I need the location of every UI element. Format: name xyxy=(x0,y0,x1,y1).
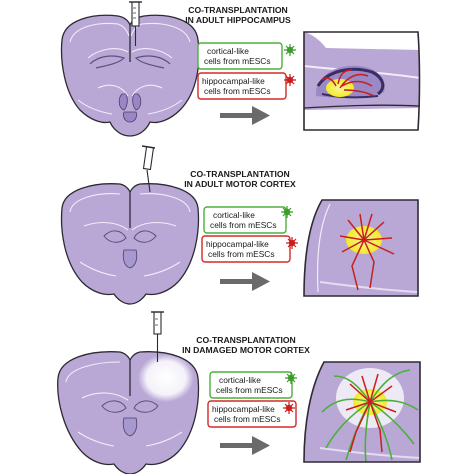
panel-3-title-line-1: CO-TRANSPLANTATION xyxy=(196,335,295,345)
hippocampal-label-line-2: cells from mESCs xyxy=(204,86,271,96)
syringe-3 xyxy=(151,311,164,362)
panel-2-title-line-1: CO-TRANSPLANTATION xyxy=(190,169,289,179)
hippocampal-cell-icon xyxy=(284,74,296,86)
cortical-cell-icon xyxy=(285,372,297,384)
cortical-label-line-1: cortical-like xyxy=(207,46,249,56)
cortical-label-line-2: cells from mESCs xyxy=(216,385,283,395)
hippocampal-cell-icon xyxy=(283,402,295,414)
cortical-label-line-1: cortical-like xyxy=(219,375,261,385)
hippocampal-cells-box-2: hippocampal-like cells from mESCs xyxy=(201,235,298,263)
panel-1-title-line-1: CO-TRANSPLANTATION xyxy=(188,5,287,15)
panel-damaged-motor-cortex: CO-TRANSPLANTATION IN DAMAGED MOTOR CORT… xyxy=(57,311,421,474)
hippocampal-label-line-1: hippocampal-like xyxy=(206,239,269,249)
brain-section-1 xyxy=(60,14,200,137)
arrow-3 xyxy=(220,436,270,455)
zoom-inset-motor-cortex xyxy=(303,199,419,297)
lesion-area xyxy=(138,354,194,402)
syringe-1 xyxy=(129,1,142,46)
hippocampal-label-line-2: cells from mESCs xyxy=(208,249,275,259)
arrow-1 xyxy=(220,106,270,125)
cortical-cell-icon xyxy=(281,206,293,218)
arrow-2 xyxy=(220,272,270,291)
cortical-cell-icon xyxy=(284,44,296,56)
syringe-2 xyxy=(141,145,156,193)
cortical-label-line-1: cortical-like xyxy=(213,210,255,220)
hippocampal-label-line-1: hippocampal-like xyxy=(212,404,275,414)
cortical-label-line-2: cells from mESCs xyxy=(210,220,277,230)
cortical-cells-box-2: cortical-like cells from mESCs xyxy=(203,206,293,234)
panel-motor-cortex: CO-TRANSPLANTATION IN ADULT MOTOR CORTEX… xyxy=(60,145,419,305)
hippocampal-label-line-1: hippocampal-like xyxy=(202,76,265,86)
hippocampal-cell-icon xyxy=(286,237,298,249)
panel-3-title-line-2: IN DAMAGED MOTOR CORTEX xyxy=(182,345,310,355)
hippocampal-label-line-2: cells from mESCs xyxy=(214,414,281,424)
zoom-inset-damaged-cortex xyxy=(303,361,421,463)
zoom-inset-hippocampus xyxy=(303,31,421,131)
panel-2-title-line-2: IN ADULT MOTOR CORTEX xyxy=(184,179,296,189)
cortical-cells-box-3: cortical-like cells from mESCs xyxy=(209,371,297,399)
panel-hippocampus: CO-TRANSPLANTATION IN ADULT HIPPOCAMPUS … xyxy=(60,1,421,137)
brain-section-2 xyxy=(60,183,200,305)
panel-1-title-line-2: IN ADULT HIPPOCAMPUS xyxy=(185,15,291,25)
cortical-cells-box-1: cortical-like cells from mESCs xyxy=(197,42,296,70)
hippocampal-cells-box-1: hippocampal-like cells from mESCs xyxy=(197,72,296,100)
hippocampal-cells-box-3: hippocampal-like cells from mESCs xyxy=(207,400,297,428)
brain-section-3 xyxy=(57,351,200,474)
cortical-label-line-2: cells from mESCs xyxy=(204,56,271,66)
